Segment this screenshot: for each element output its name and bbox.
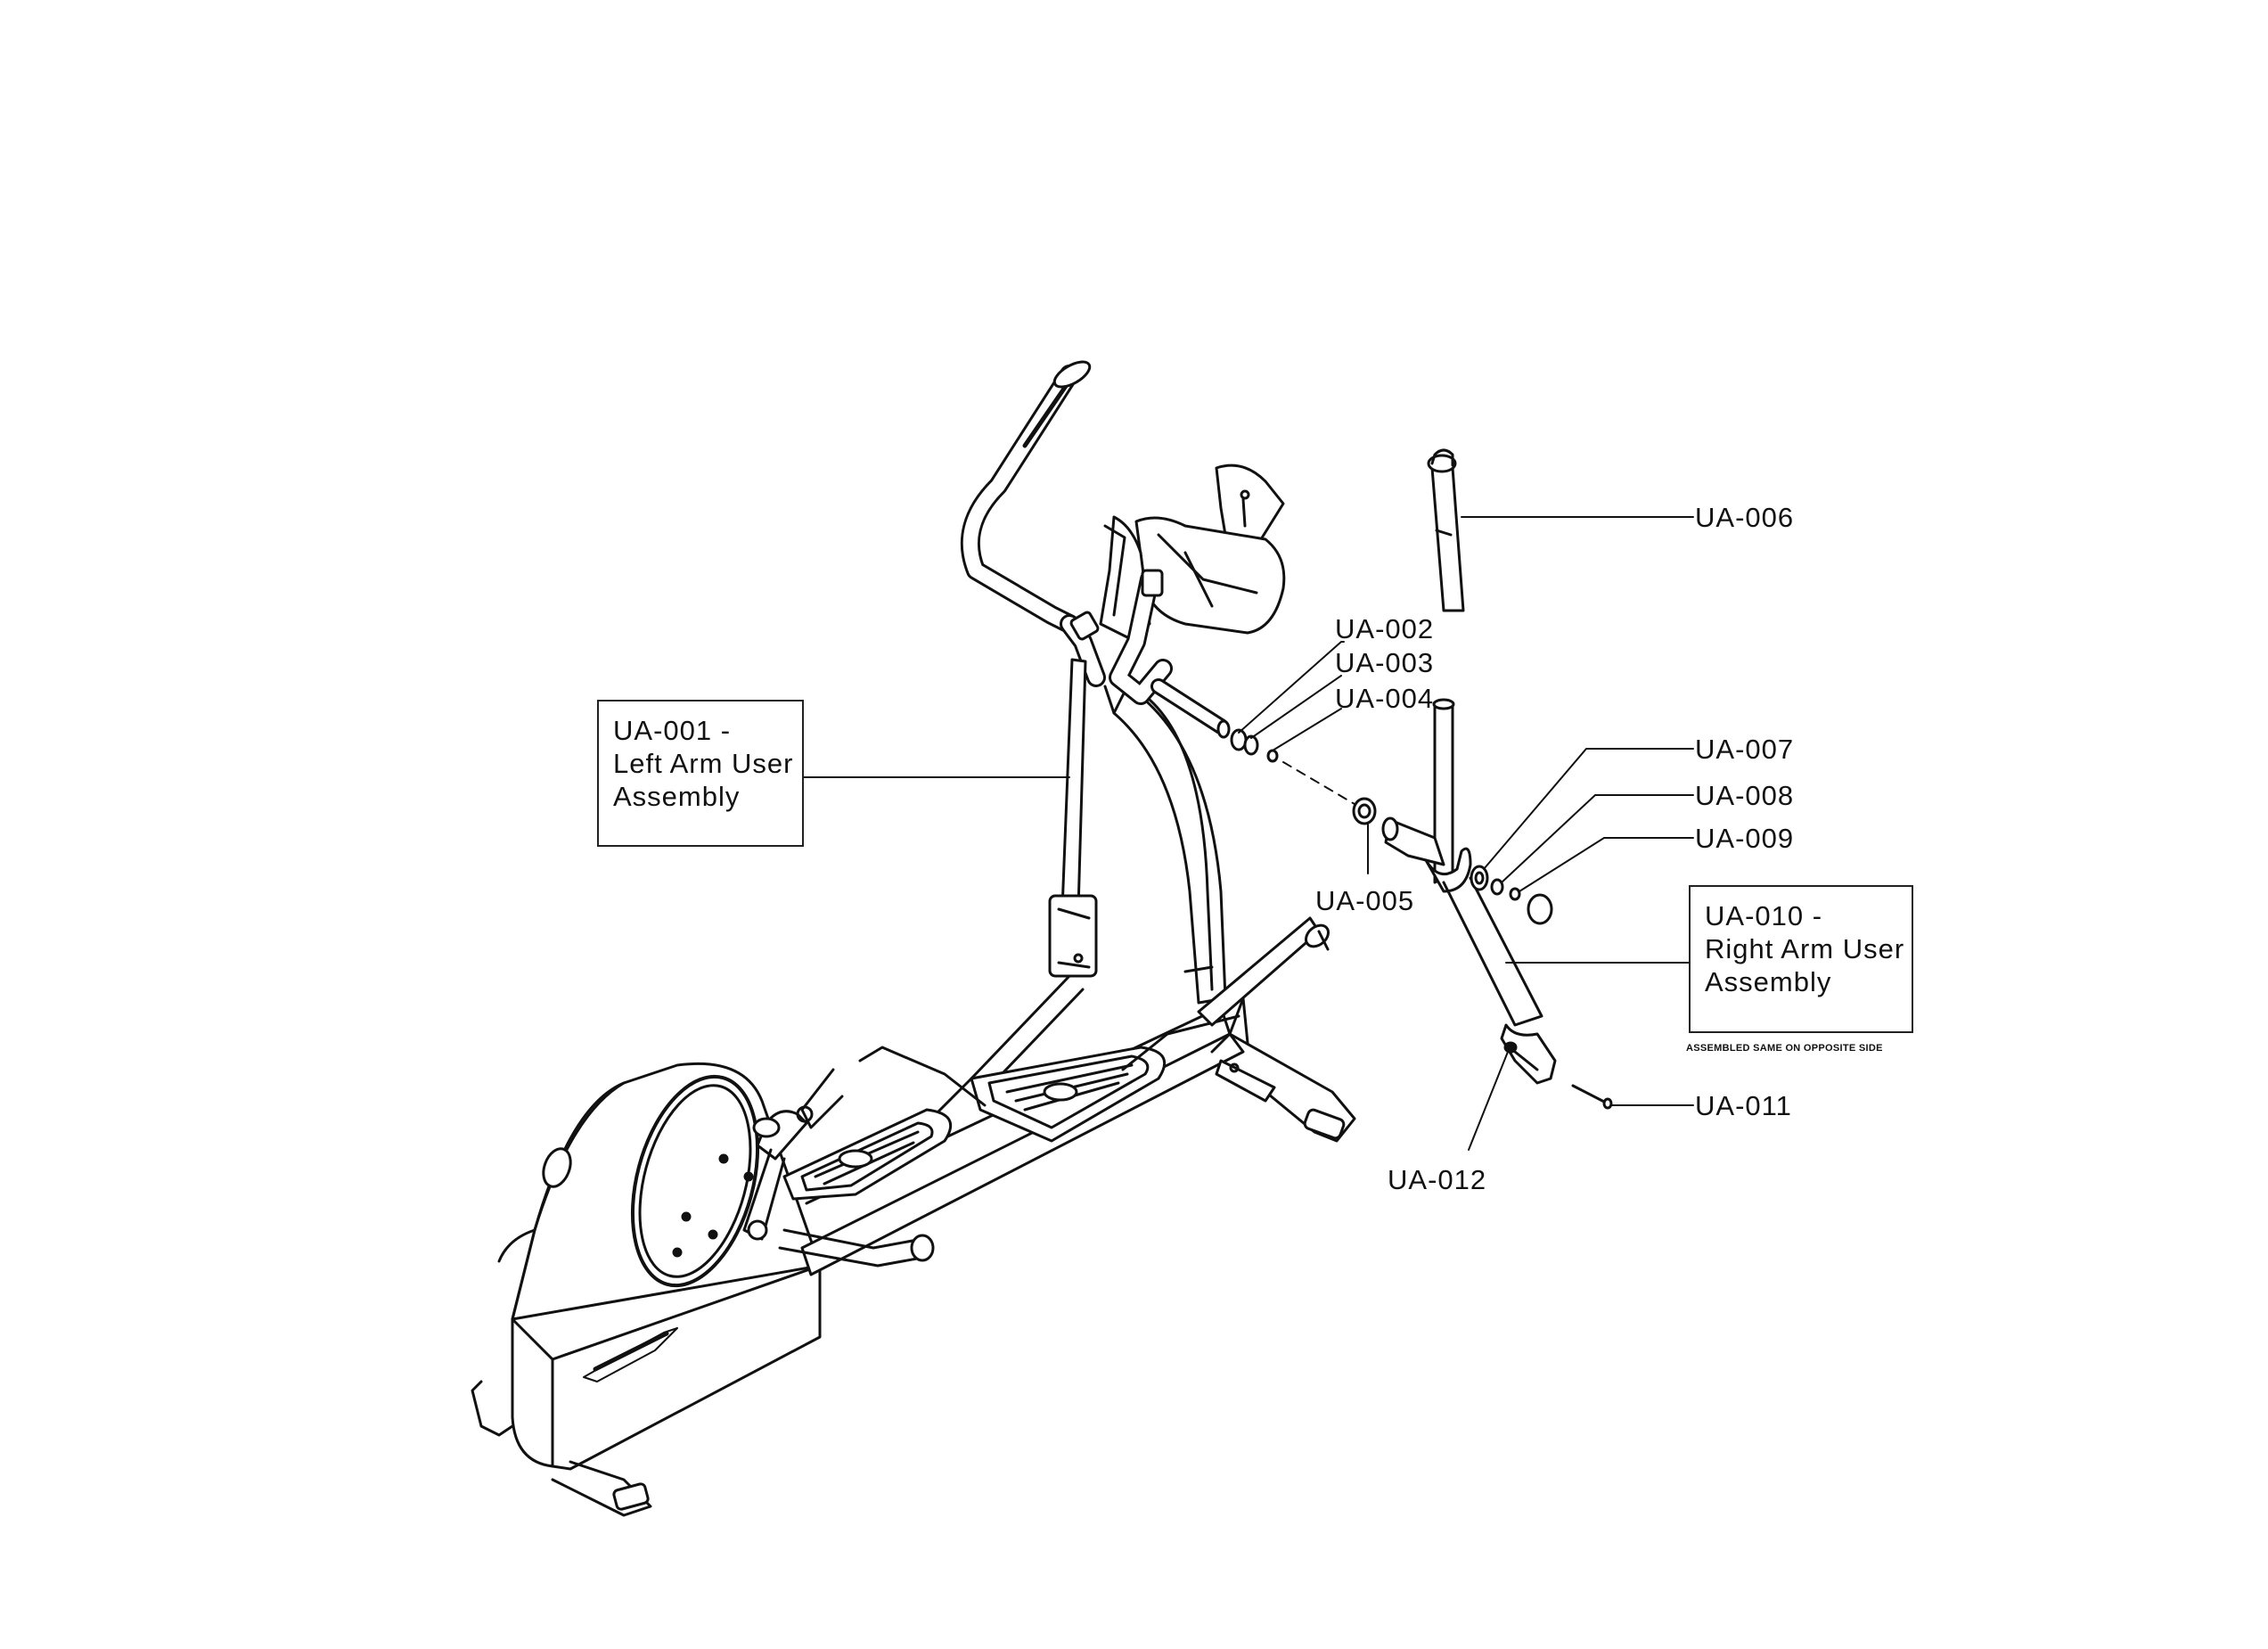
ua-006-grip-part	[1427, 448, 1465, 612]
leader-lines	[797, 516, 1694, 1151]
label-ua-008: UA-008	[1695, 780, 1795, 811]
front-mast	[1112, 685, 1227, 1005]
console	[1099, 464, 1286, 639]
ua-010-right-arm-part	[1381, 698, 1557, 1085]
assembly-note: ASSEMBLED SAME ON OPPOSITE SIDE	[1686, 1043, 1883, 1054]
rear-pedal	[782, 1108, 953, 1201]
left-handlebar	[960, 360, 1106, 687]
ua-011-bolt-part	[1571, 1084, 1613, 1110]
label-ua-011: UA-011	[1695, 1090, 1792, 1121]
front-stabilizer	[1215, 1059, 1276, 1103]
label-ua-004: UA-004	[1335, 683, 1435, 714]
right-box-line-2: Right Arm User	[1705, 933, 1905, 964]
right-box-line-3: Assembly	[1705, 966, 1832, 997]
right-box-line-1: UA-010 -	[1705, 900, 1823, 931]
label-ua-012: UA-012	[1388, 1164, 1487, 1195]
label-ua-005: UA-005	[1315, 885, 1415, 916]
rear-housing	[497, 1062, 822, 1471]
rear-foot	[471, 1380, 652, 1517]
assembly-axis-line	[1282, 761, 1360, 808]
label-ua-002: UA-002	[1335, 613, 1435, 644]
axle-washers	[1230, 728, 1279, 763]
label-ua-009: UA-009	[1695, 823, 1795, 854]
left-box-line-2: Left Arm User	[613, 748, 794, 779]
left-box-line-3: Assembly	[613, 781, 741, 812]
link-arms	[742, 916, 1331, 1268]
pivot-small-parts	[1470, 865, 1553, 925]
right-handle-machine	[1103, 569, 1231, 739]
front-pedal	[970, 1014, 1240, 1143]
label-ua-007: UA-007	[1695, 734, 1795, 765]
left-box-line-1: UA-001 -	[613, 715, 732, 746]
label-ua-003: UA-003	[1335, 647, 1435, 678]
ua-005-bearing-part	[1352, 797, 1377, 825]
right-arm-assembly-callout: UA-010 - Right Arm User Assembly	[1689, 885, 1913, 1033]
left-arm-assembly-callout: UA-001 - Left Arm User Assembly	[597, 700, 804, 847]
label-ua-006: UA-006	[1695, 502, 1795, 533]
ua-012-nut-part	[1503, 1041, 1518, 1054]
